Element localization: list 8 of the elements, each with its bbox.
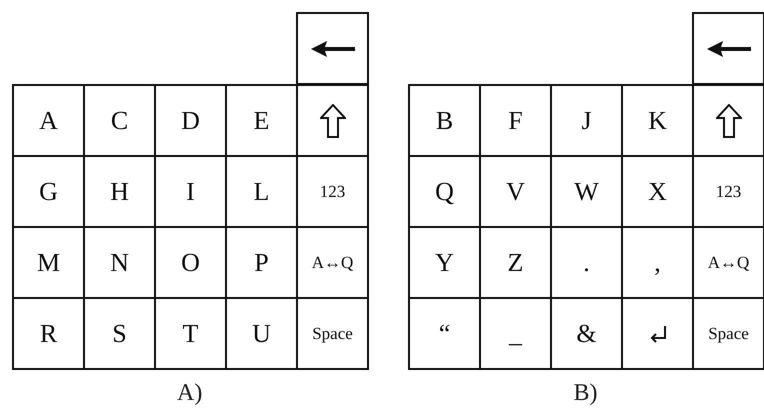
keyboard-key: “ [408,297,481,370]
keyboard-key: R [12,297,85,370]
keyboard-key: Space [296,297,369,370]
keyboard-key: B [408,84,481,157]
keyboard-key: A [12,84,85,157]
panel-caption: A) [177,380,202,407]
panel-caption: B) [574,380,598,407]
keyboard-key: Space [692,297,764,370]
